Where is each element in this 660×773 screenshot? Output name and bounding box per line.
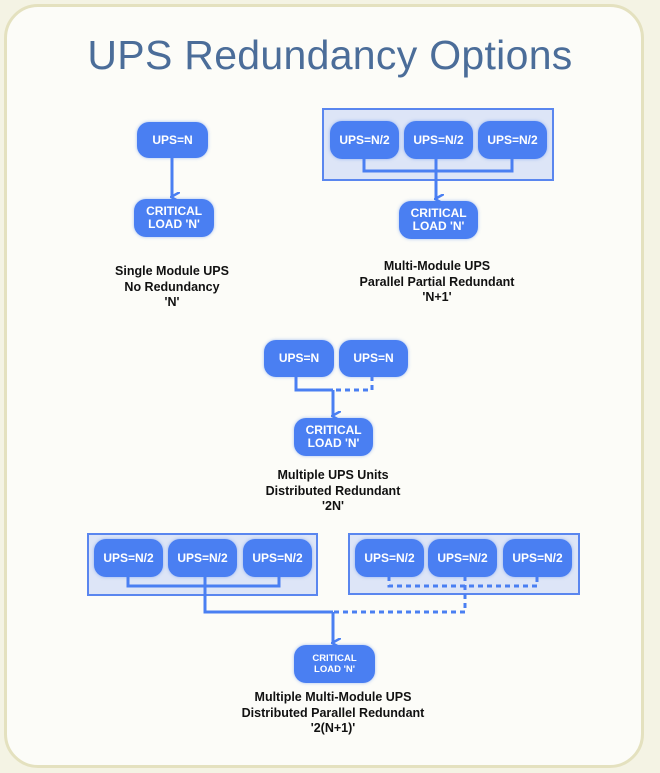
ups-module: UPS=N/2 xyxy=(404,121,473,159)
caption-line: Distributed Redundant xyxy=(265,483,401,498)
caption-line: Multiple Multi-Module UPS xyxy=(254,690,412,704)
bus-2 xyxy=(362,158,514,173)
ups-module: UPS=N xyxy=(339,340,408,377)
caption-line: Multi-Module UPS xyxy=(383,259,491,273)
ups-module: UPS=N/2 xyxy=(330,121,399,159)
caption-line: Multiple UPS Units xyxy=(277,468,389,482)
path-3a xyxy=(294,376,333,392)
caption-n1: Multi-Module UPS Parallel Partial Redund… xyxy=(307,259,567,306)
ups-module: UPS=N/2 xyxy=(503,539,572,577)
caption-n: Single Module UPS No Redundancy 'N' xyxy=(42,264,302,311)
ups-module: UPS=N xyxy=(137,122,208,158)
caption-2n1: Multiple Multi-Module UPS Distributed Pa… xyxy=(203,690,463,737)
caption-line: 'N+1' xyxy=(422,290,452,304)
path-3b xyxy=(333,376,374,392)
caption-line: Single Module UPS xyxy=(115,264,229,278)
caption-line: '2(N+1)' xyxy=(310,721,356,735)
critical-load: CRITICAL LOAD 'N' xyxy=(134,199,214,237)
ups-module: UPS=N/2 xyxy=(243,539,312,577)
ups-module: UPS=N/2 xyxy=(94,539,163,577)
path-4b xyxy=(333,576,467,614)
caption-2n: Multiple UPS Units Distributed Redundant… xyxy=(203,468,463,515)
ups-module: UPS=N xyxy=(264,340,334,377)
caption-line: No Redundancy xyxy=(124,279,220,294)
critical-load: CRITICAL LOAD 'N' xyxy=(294,418,373,456)
bus-4b xyxy=(387,576,539,588)
ups-module: UPS=N/2 xyxy=(478,121,547,159)
ups-module: UPS=N/2 xyxy=(355,539,424,577)
critical-load: CRITICAL LOAD 'N' xyxy=(294,645,375,683)
page-title: UPS Redundancy Options xyxy=(87,32,573,78)
caption-line: Distributed Parallel Redundant xyxy=(241,705,425,720)
critical-load: CRITICAL LOAD 'N' xyxy=(399,201,478,239)
caption-line: Parallel Partial Redundant xyxy=(359,274,515,289)
ups-module: UPS=N/2 xyxy=(428,539,497,577)
caption-line: 'N' xyxy=(164,295,180,309)
caption-line: '2N' xyxy=(322,499,344,513)
path-4a xyxy=(203,576,333,614)
ups-module: UPS=N/2 xyxy=(168,539,237,577)
